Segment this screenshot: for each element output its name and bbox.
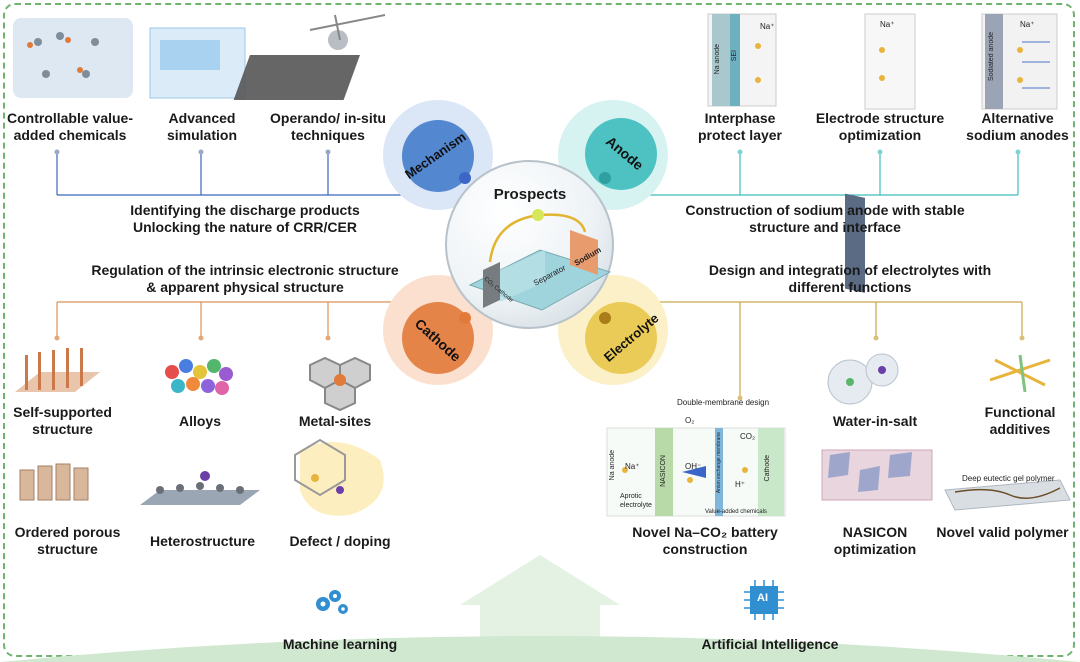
na-plus-small-text: Na⁺ [625,462,640,471]
label-novel-valid-polymer: Novel valid polymer [936,524,1069,540]
mechanism-dot [459,172,471,184]
na-plus-text-3: Na⁺ [1020,20,1035,29]
deep-eutectic-gel-text: Deep eutectic gel polymer [962,474,1055,483]
value-added-chemicals-text: Value-added chemicals [705,509,767,515]
left-branch-summary: Regulation of the intrinsic electronic s… [91,262,399,295]
label-ordered-porous: Ordered porous structure [14,524,121,557]
watermark-text: 大数跨境 [60,625,140,647]
na-plus-text-1: Na⁺ [760,22,775,31]
top-right-summary: Construction of sodium anode with stable… [685,202,965,235]
label-metal-sites: Metal-sites [298,413,372,429]
h-plus-text: H⁺ [735,480,745,489]
cathode-dot [459,312,471,324]
label-operando-techniques: Operando/ in-situ techniques [270,110,386,143]
anode-dot [599,172,611,184]
co2-text: CO₂ [740,432,756,441]
label-novel-na-co2: Novel Na–CO₂ battery construction [632,524,778,557]
machine-learning-label: Machine learning [282,636,398,652]
aprotic-electrolyte-text: Aprotic electrolyte [620,493,652,509]
double-membrane-text: Double-membrane design [677,398,770,407]
na-plus-text-2: Na⁺ [880,20,895,29]
electrolyte-badge [585,302,657,374]
label-functional-additives: Functional additives [984,404,1056,437]
label-nasicon-optimization: NASICON optimization [833,524,917,557]
anode-badge [585,118,657,190]
electrolyte-dot [599,312,611,324]
label-alloys: Alloys [178,413,221,429]
right-branch-summary: Design and integration of electrolytes w… [708,262,992,295]
ai-chip-text: AI [757,592,768,604]
label-self-supported: Self-supported structure [13,404,112,437]
label-advanced-simulation: Advanced simulation [166,110,237,143]
label-defect-doping: Defect / doping [289,533,391,549]
label-water-in-salt: Water-in-salt [832,413,918,429]
label-heterostructure: Heterostructure [149,533,256,549]
label-alternative-sodium-anodes: Alternative sodium anodes [966,110,1069,143]
top-left-summary: Identifying the discharge products Unloc… [130,202,360,235]
artificial-intelligence-label: Artificial Intelligence [701,636,839,652]
upward-arrow [460,555,620,662]
label-controllable-value-added: Controllable value- added chemicals [6,110,134,143]
label-electrode-structure: Electrode structure optimization [815,110,945,143]
o2-text: O₂ [685,416,695,425]
label-interphase-protect: Interphase protect layer [697,110,783,143]
oh-minus-text: OH⁻ [685,462,702,471]
ground-band [0,636,1080,662]
prospects-title: Prospects [493,186,567,203]
